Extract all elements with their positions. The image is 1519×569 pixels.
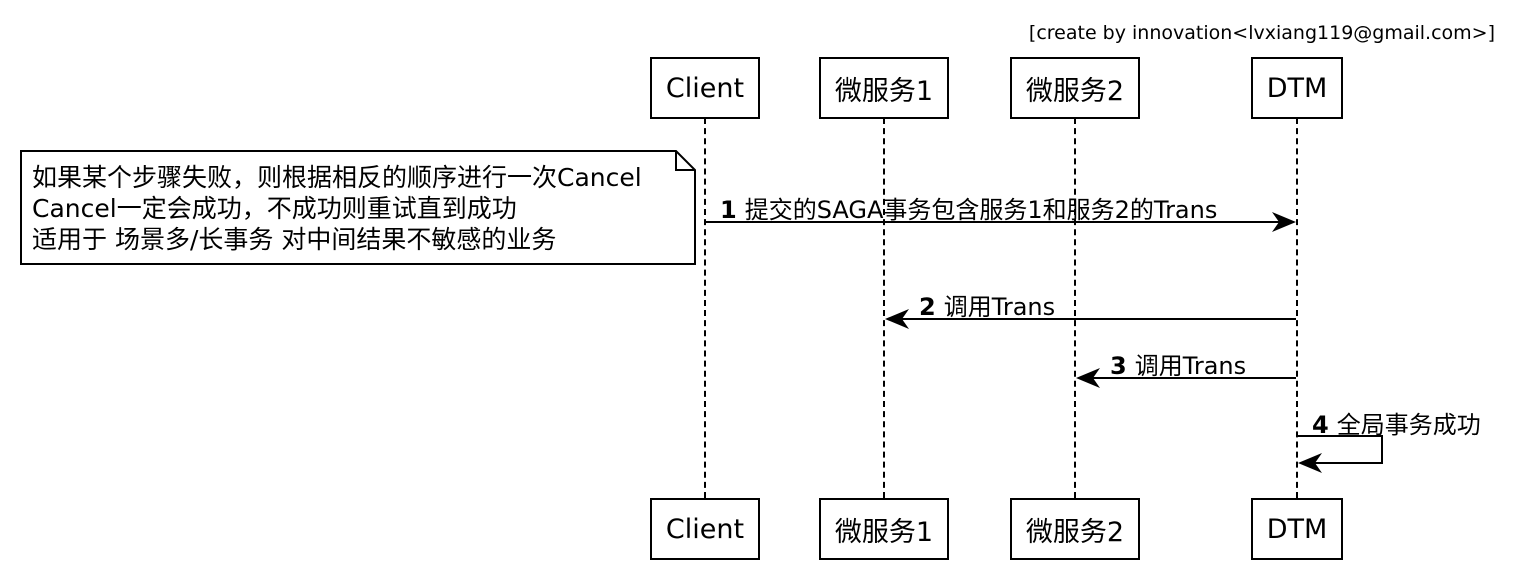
note-line-1: 如果某个步骤失败，则根据相反的顺序进行一次Cancel (32, 163, 642, 192)
note-shape (20, 150, 696, 265)
lifeline-service1 (883, 118, 885, 498)
note-line-2: Cancel一定会成功，不成功则重试直到成功 (32, 194, 517, 223)
message-1-arrowhead (1272, 212, 1296, 232)
message-2-text: 调用Trans (943, 293, 1056, 321)
participant-dtm-top: DTM (1251, 57, 1343, 119)
lifeline-dtm (1296, 118, 1298, 498)
saga-note: 如果某个步骤失败，则根据相反的顺序进行一次Cancel Cancel一定会成功，… (20, 150, 696, 265)
message-3-text: 调用Trans (1134, 352, 1247, 380)
message-4-arrowhead (1298, 453, 1322, 473)
message-4-line (1297, 435, 1383, 464)
lifeline-service2 (1074, 118, 1076, 498)
message-3-number: 3 (1110, 352, 1127, 380)
diagram-credit: [create by innovation<lvxiang119@gmail.c… (1028, 22, 1495, 44)
participant-client-bottom: Client (650, 498, 760, 560)
lifeline-client (704, 118, 706, 498)
participant-dtm-bottom: DTM (1251, 498, 1343, 560)
message-3-arrowhead (1076, 368, 1100, 388)
participant-service1-bottom: 微服务1 (819, 498, 949, 560)
message-2-arrowhead (885, 309, 909, 329)
participant-service2-bottom: 微服务2 (1010, 498, 1140, 560)
message-4-number: 4 (1312, 411, 1329, 439)
message-4-text: 全局事务成功 (1336, 411, 1481, 439)
message-1-number: 1 (720, 196, 737, 224)
note-line-3: 适用于 场景多/长事务 对中间结果不敏感的业务 (32, 225, 557, 254)
message-2-number: 2 (919, 293, 936, 321)
message-1-text: 提交的SAGA事务包含服务1和服务2的Trans (744, 196, 1218, 224)
